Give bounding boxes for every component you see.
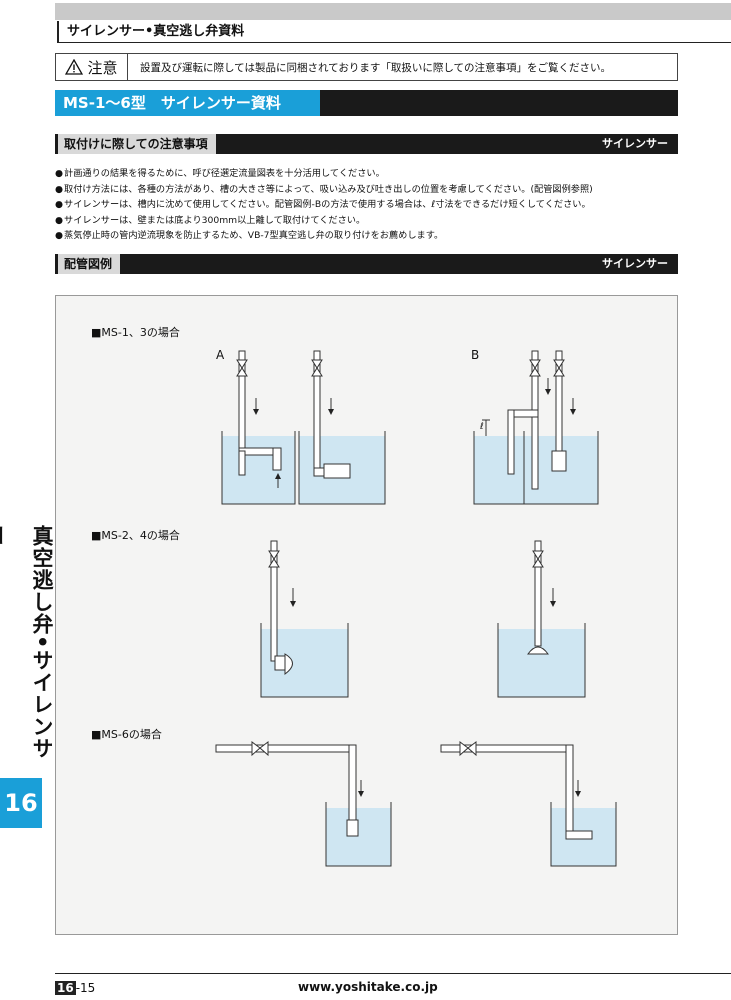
piping-diagram-box: ■MS-1、3の場合 A B ℓ ■MS-2、4の場合 ■MS-6の場合 bbox=[55, 295, 678, 935]
sub-label-b: B bbox=[471, 348, 480, 362]
section-piping-tag: サイレンサー bbox=[120, 254, 678, 274]
pipe-ms6-2 bbox=[440, 741, 593, 840]
section-installation-label: 取付けに際しての注意事項 bbox=[55, 134, 216, 154]
footer-page: -15 bbox=[75, 981, 96, 995]
ell-dimension-label: ℓ bbox=[480, 422, 484, 432]
footer-url: www.yoshitake.co.jp bbox=[298, 980, 438, 994]
note-item: 蒸気停止時の管内逆流現象を防止するため、VB-7型真空逃し弁の取り付けをお薦めし… bbox=[55, 228, 678, 244]
note-item: 取付け方法には、各種の方法があり、槽の大きさ等によって、吸い込み及び吐き出しの位… bbox=[55, 182, 678, 198]
section-piping-label: 配管図例 bbox=[55, 254, 121, 274]
caution-box: 注意 設置及び運転に際しては製品に同梱されております「取扱いに際しての注意事項」… bbox=[55, 53, 678, 81]
tank-ms6-1 bbox=[325, 802, 392, 867]
main-title: MS-1～6型 サイレンサー資料 bbox=[55, 90, 320, 116]
pipe-ms13-b bbox=[507, 350, 567, 490]
note-item: サイレンサーは、槽内に沈めて使用してください。配管図例-Bの方法で使用する場合は… bbox=[55, 197, 678, 213]
section-installation-tag: サイレンサー bbox=[215, 134, 678, 154]
pipe-ms24-2 bbox=[527, 540, 549, 655]
pipe-ms6-1 bbox=[215, 741, 359, 837]
sub-label-a: A bbox=[216, 348, 225, 362]
chapter-number-badge: 16 bbox=[0, 778, 42, 828]
installation-notes-list: 計画通りの結果を得るために、呼び径選定流量図表を十分活用してください。 取付け方… bbox=[55, 166, 678, 244]
footer-divider bbox=[55, 973, 731, 974]
piping-diagram bbox=[215, 350, 617, 867]
case-label-ms24: ■MS-2、4の場合 bbox=[91, 529, 180, 542]
side-chapter-title: 真空逃し弁•サイレンサー bbox=[0, 525, 54, 760]
caution-label-cell: 注意 bbox=[56, 54, 128, 80]
tank-ms13-a1 bbox=[221, 431, 296, 505]
footer-page-number: 16 -15 bbox=[55, 981, 95, 995]
footer-chapter: 16 bbox=[55, 981, 76, 995]
section-piping-examples: 配管図例 サイレンサー bbox=[55, 254, 678, 274]
top-gray-bar bbox=[55, 3, 731, 20]
case-label-ms13: ■MS-1、3の場合 bbox=[91, 326, 180, 339]
pipe-ms13-a1 bbox=[236, 350, 282, 476]
side-chapter-tab: 真空逃し弁•サイレンサー bbox=[0, 525, 54, 770]
caution-label: 注意 bbox=[87, 58, 118, 77]
section-installation-notes: 取付けに際しての注意事項 サイレンサー bbox=[55, 134, 678, 154]
caution-text: 設置及び運転に際しては製品に同梱されております「取扱いに際しての注意事項」をご覧… bbox=[140, 61, 612, 74]
note-item: 計画通りの結果を得るために、呼び径選定流量図表を十分活用してください。 bbox=[55, 166, 678, 182]
case-label-ms6: ■MS-6の場合 bbox=[91, 728, 162, 741]
page-header-title: サイレンサー•真空逃し弁資料 bbox=[57, 21, 731, 43]
note-item: サイレンサーは、壁または底より300mm以上離して取付けてください。 bbox=[55, 213, 678, 229]
warning-triangle-icon bbox=[65, 59, 84, 75]
pipe-ms13-a2 bbox=[311, 350, 351, 479]
pipe-ms24-1 bbox=[268, 540, 293, 675]
main-title-bar: MS-1～6型 サイレンサー資料 bbox=[55, 90, 678, 116]
